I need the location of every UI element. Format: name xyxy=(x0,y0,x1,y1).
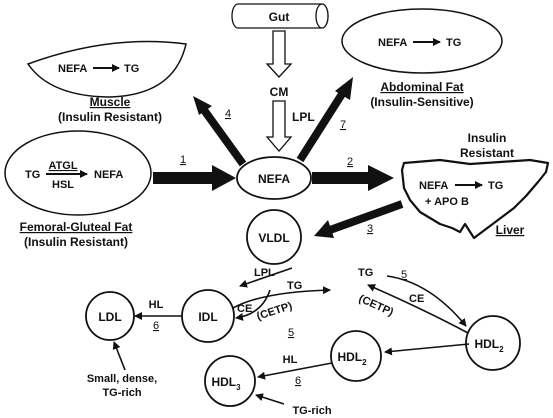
muscle-nefa: NEFA xyxy=(58,63,87,75)
liver-nefa: NEFA xyxy=(419,180,448,192)
pathway-6a: 6 xyxy=(153,320,159,332)
femoral-atgl: ATGL xyxy=(48,160,77,172)
nefa-node xyxy=(236,156,312,200)
lpl-vldl-label: LPL xyxy=(254,267,275,279)
pathway-5a: 5 xyxy=(288,327,294,339)
femoral-tg: TG xyxy=(25,169,40,181)
femoral-nefa: NEFA xyxy=(94,169,123,181)
ldl-node xyxy=(85,291,135,341)
lpl-top-label: LPL xyxy=(292,110,315,124)
pathway-6b: 6 xyxy=(295,375,301,387)
hdl2-right-to-mid-arrow xyxy=(384,343,470,356)
idl-tg-label: TG xyxy=(287,280,302,292)
pathway-3: 3 xyxy=(367,223,373,235)
liver-insulin-label-1: Insulin xyxy=(468,131,507,145)
idl-node-label: IDL xyxy=(198,310,217,324)
hl-hdl-label: HL xyxy=(283,354,298,366)
gut-cylinder: Gut xyxy=(231,3,329,29)
hdl2-mid-node xyxy=(330,330,382,382)
pathway-4: 4 xyxy=(225,108,231,120)
ldl-note-arrow xyxy=(112,341,126,371)
femoral-title: Femoral-Gluteal Fat xyxy=(20,220,133,234)
muscle-compartment: NEFA TG xyxy=(26,40,187,98)
hdl3-label: HDL3 xyxy=(211,375,241,392)
hdl2-right-label: HDL2 xyxy=(474,337,504,354)
cm-to-nefa-arrow xyxy=(265,100,293,152)
idl-ce-entry-arrow xyxy=(235,289,271,321)
cm-label: CM xyxy=(270,85,289,99)
muscle-tg: TG xyxy=(124,63,139,75)
pathway-7: 7 xyxy=(340,119,346,131)
femoral-hsl: HSL xyxy=(52,179,74,191)
vldl-node-label: VLDL xyxy=(258,231,289,245)
abdominal-nefa: NEFA xyxy=(378,37,407,49)
arrow-4-nefa-to-muscle xyxy=(193,96,247,167)
hdl-tg-label: TG xyxy=(358,267,373,279)
hdl-ce-exit-arrow xyxy=(367,284,469,334)
gut-to-cm-arrow xyxy=(265,30,293,78)
arrow-2-nefa-to-liver xyxy=(312,165,394,191)
abdominal-subtitle: (Insulin-Sensitive) xyxy=(370,95,473,109)
pathway-2: 2 xyxy=(347,156,353,168)
vldl-to-idl-arrow xyxy=(239,267,293,288)
idl-tg-exit-arrow xyxy=(232,286,331,309)
hl-ldl-label: HL xyxy=(149,299,164,311)
vldl-node xyxy=(246,209,302,265)
hdl2-mid-label: HDL2 xyxy=(337,350,367,367)
femoral-subtitle: (Insulin Resistant) xyxy=(24,235,128,249)
idl-ce-label: CE xyxy=(237,303,252,315)
ldl-node-label: LDL xyxy=(98,310,121,324)
abdominal-title: Abdominal Fat xyxy=(380,80,463,94)
arrow-3-liver-to-vldl xyxy=(314,200,404,238)
liver-title: Liver xyxy=(496,223,525,237)
hdl-cetp-label: (CETP) xyxy=(357,293,396,319)
hdl3-note: TG-rich xyxy=(292,405,331,417)
muscle-title: Muscle xyxy=(90,95,131,109)
pathway-5b: 5 xyxy=(401,269,407,281)
hdl-tg-entry-arrow xyxy=(386,275,467,327)
liver-shape xyxy=(400,158,550,240)
liver-insulin-label-2: Resistant xyxy=(460,146,514,160)
ldl-note-line-2: TG-rich xyxy=(102,387,141,399)
arrow-7-nefa-to-abdominal xyxy=(296,77,353,163)
ldl-note-line-1: Small, dense, xyxy=(87,373,157,385)
nefa-node-label: NEFA xyxy=(258,172,290,186)
hdl3-node xyxy=(204,355,256,407)
arrow-1-femoral-to-nefa xyxy=(153,165,236,191)
hdl3-note-arrow xyxy=(255,393,285,405)
hdl-ce-label: CE xyxy=(409,293,424,305)
hdl2-to-hdl3-arrow xyxy=(257,362,333,380)
hdl2-right-node xyxy=(465,315,521,371)
pathway-1: 1 xyxy=(180,154,186,166)
muscle-subtitle: (Insulin Resistant) xyxy=(58,110,162,124)
gut-label: Gut xyxy=(269,10,290,24)
abdominal-tg: TG xyxy=(446,37,461,49)
liver-tg: TG xyxy=(488,180,503,192)
idl-cetp-label: (CETP) xyxy=(255,300,294,323)
liver-apob: + APO B xyxy=(425,196,469,208)
